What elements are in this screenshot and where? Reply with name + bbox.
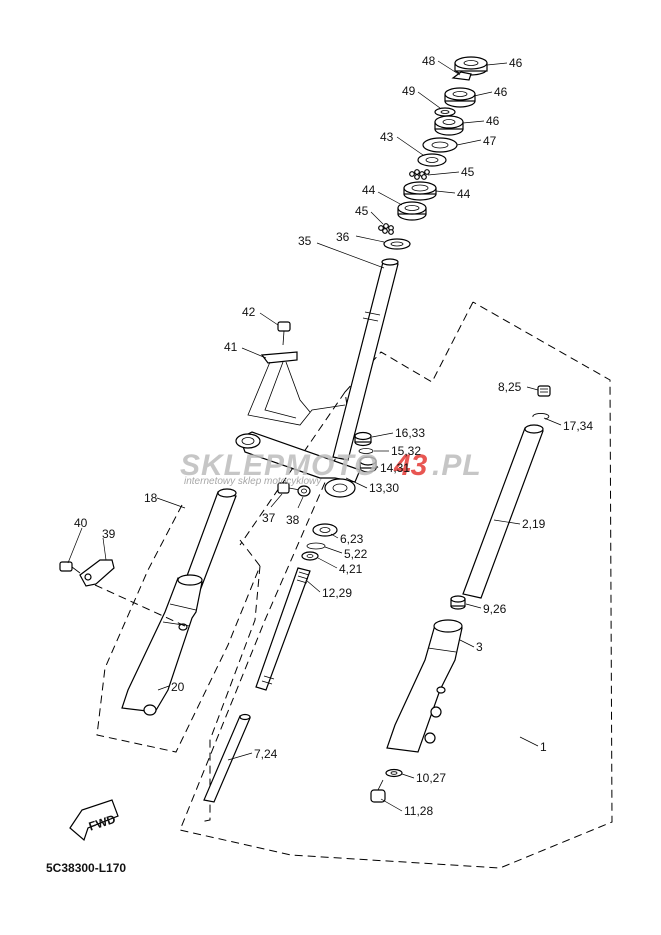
- callout-45-lower: 45: [355, 204, 369, 218]
- callout-17-34: 17,34: [563, 419, 593, 433]
- bearing-race-lower: [397, 201, 427, 221]
- fork-assembly-boundary-left: [96, 504, 261, 753]
- circlip-17-34: [532, 413, 550, 420]
- watermark-tagline: internetowy sklep motocyklowy: [184, 476, 322, 487]
- callout-39: 39: [102, 527, 116, 541]
- callout-4-21: 4,21: [339, 562, 363, 576]
- seal-6-23: [312, 523, 338, 537]
- callout-8-25: 8,25: [498, 380, 522, 394]
- spring-12-29: [255, 567, 311, 691]
- lock-washer: [451, 71, 472, 81]
- leader-lines: [67, 60, 562, 812]
- callout-36: 36: [336, 230, 350, 244]
- inner-tube-right: [462, 424, 544, 599]
- callout-1: 1: [540, 740, 547, 754]
- bolt-42: [277, 321, 291, 346]
- oil-seal-14-31: [359, 456, 377, 473]
- washer-49: [434, 107, 456, 117]
- dust-seal-36: [383, 238, 411, 250]
- callout-49: 49: [402, 84, 416, 98]
- callout-10-27: 10,27: [416, 771, 446, 785]
- bolt-37: [277, 482, 301, 494]
- circlip-5-22: [306, 542, 326, 550]
- circlip-15-32: [358, 448, 374, 454]
- callout-9-26: 9,26: [483, 602, 507, 616]
- outer-tube-right: [386, 619, 463, 753]
- under-bracket: [235, 431, 361, 498]
- callout-20: 20: [171, 680, 185, 694]
- watermark-part2: 43: [393, 449, 428, 482]
- washer-38: [297, 485, 311, 497]
- damper-boundary: [199, 565, 261, 823]
- dust-seal-43: [417, 153, 447, 167]
- fwd-arrow: FWD: [69, 799, 119, 842]
- ring-nut-lower: [434, 115, 464, 136]
- callout-48: 48: [422, 54, 436, 68]
- socket-bolt-11-28: [370, 779, 386, 803]
- callout-45-upper: 45: [461, 165, 475, 179]
- outer-tube-left: [121, 574, 203, 716]
- watermark-part1: SKLEPMOTO: [180, 449, 378, 482]
- callout-13-30: 13,30: [369, 481, 399, 495]
- diagram-code: 5C38300-L170: [46, 861, 126, 875]
- washer-10-27: [385, 768, 403, 778]
- callout-42: 42: [242, 305, 256, 319]
- bearing-race-upper: [403, 181, 437, 201]
- fork-assembly-boundary-right: [179, 301, 613, 869]
- callout-46-top: 46: [509, 56, 523, 70]
- watermark-part3: .PL: [432, 449, 482, 482]
- bearing-cover: [422, 137, 458, 153]
- callout-6-23: 6,23: [340, 532, 364, 546]
- callout-41: 41: [224, 340, 238, 354]
- ball-bearings-lower: [378, 223, 394, 235]
- callout-7-24: 7,24: [254, 747, 278, 761]
- inner-tube-left: [183, 488, 237, 589]
- callout-40: 40: [74, 516, 88, 530]
- damper-rod-7-24: [203, 713, 251, 803]
- callout-15-32: 15,32: [391, 444, 421, 458]
- callout-37: 37: [262, 511, 276, 525]
- callout-35: 35: [298, 234, 312, 248]
- callout-labels: 48 46 49 46 46 43 47 45 44 44 45 36 35 4…: [74, 54, 593, 818]
- brake-hose-holder: [247, 351, 346, 426]
- callout-3: 3: [476, 640, 483, 654]
- steering-stem: [332, 258, 399, 461]
- guide-to-fork-line: [94, 584, 186, 627]
- callout-46-mid: 46: [494, 85, 508, 99]
- brake-hose-guide: [79, 559, 115, 587]
- watermark-logo: SKLEPMOTO 43 .PL internetowy sklep motoc…: [180, 449, 482, 487]
- ring-nut-upper: [444, 87, 476, 108]
- washer-4-21: [301, 551, 319, 561]
- cap-bolt-8-25: [537, 385, 551, 397]
- ball-bearings-upper: [409, 169, 430, 180]
- bushing-9-26: [450, 595, 466, 610]
- callout-43: 43: [380, 130, 394, 144]
- callout-46-low: 46: [486, 114, 500, 128]
- callout-18: 18: [144, 491, 158, 505]
- bolt-40: [59, 561, 81, 574]
- callout-44-right: 44: [457, 187, 471, 201]
- cap-16-33: [354, 431, 372, 447]
- callout-47: 47: [483, 134, 497, 148]
- callout-44-left: 44: [362, 183, 376, 197]
- callout-38: 38: [286, 513, 300, 527]
- callout-16-33: 16,33: [395, 426, 425, 440]
- callout-5-22: 5,22: [344, 547, 368, 561]
- callout-2-19: 2,19: [522, 517, 546, 531]
- callout-14-31: 14,31: [380, 461, 410, 475]
- callout-11-28: 11,28: [404, 804, 433, 818]
- callout-12-29: 12,29: [322, 586, 352, 600]
